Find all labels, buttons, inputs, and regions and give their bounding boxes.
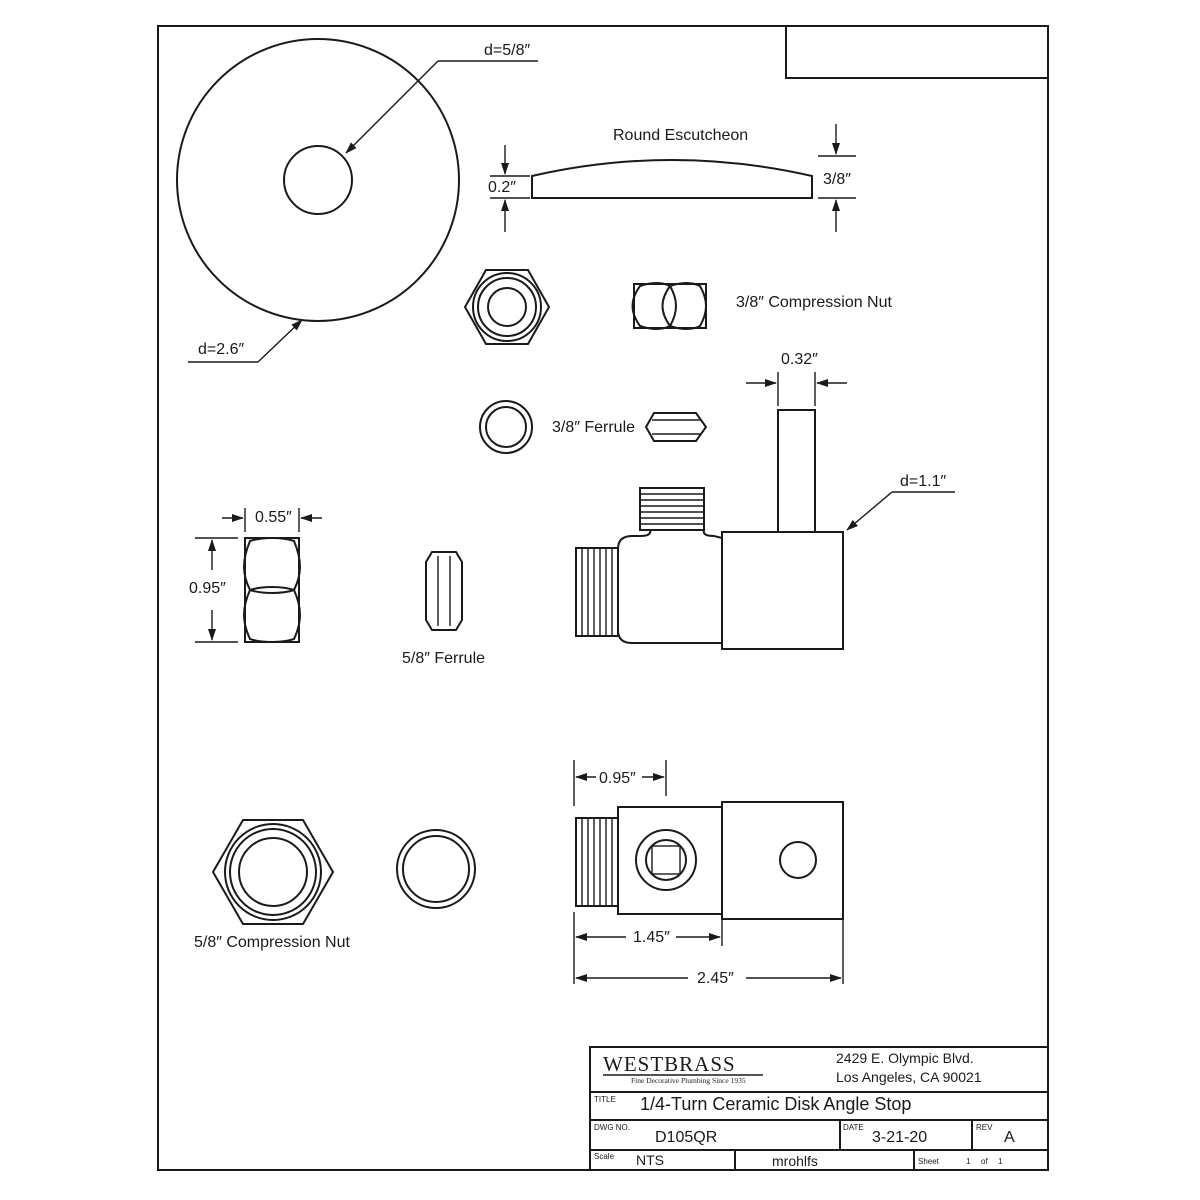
- sheet-total: 1: [998, 1157, 1003, 1166]
- dim-stem-width: 0.32″: [746, 351, 847, 406]
- nut-length-label: 0.95″: [189, 580, 226, 597]
- drawing-title: 1/4-Turn Ceramic Disk Angle Stop: [640, 1094, 911, 1114]
- drawn-by: mrohlfs: [772, 1153, 818, 1169]
- rev-value: A: [1004, 1129, 1015, 1146]
- date-value: 3-21-20: [872, 1129, 927, 1146]
- brand-logo: WESTBRASS: [603, 1052, 736, 1076]
- escutcheon-height-label: 0.2″: [488, 179, 516, 196]
- ferrule-38-label: 3/8″ Ferrule: [552, 419, 635, 436]
- sheet-number: 1: [966, 1157, 971, 1166]
- title-block: WESTBRASS Fine Decorative Plumbing Since…: [589, 1046, 1049, 1171]
- dwg-no-value: D105QR: [655, 1129, 717, 1146]
- date-label: DATE: [843, 1123, 864, 1132]
- escutcheon-front-view: [176, 38, 460, 322]
- rev-label: REV: [976, 1123, 993, 1132]
- escutcheon-side-view: [531, 159, 813, 199]
- brand-tagline: Fine Decorative Plumbing Since 1935: [631, 1076, 746, 1085]
- escutcheon-outer-label: d=2.6″: [198, 341, 244, 358]
- sheet-label: Sheet: [918, 1157, 940, 1166]
- inlet-threads: [581, 548, 613, 636]
- scale-label: Scale: [594, 1152, 615, 1161]
- dim-nut-length: 0.95″: [189, 537, 238, 643]
- ferrule-58-label: 5/8″ Ferrule: [402, 650, 485, 667]
- scale-value: NTS: [636, 1152, 664, 1168]
- dim-escutcheon-outer: d=2.6″: [188, 319, 303, 363]
- dim-escutcheon-hole: d=5/8″: [345, 42, 538, 154]
- angle-stop-top-view: [575, 801, 844, 920]
- dim-body-diameter: d=1.1″: [846, 473, 955, 531]
- ferrule-38-front: [479, 400, 533, 454]
- nut-width-label: 0.55″: [255, 509, 292, 526]
- dwg-no-label: DWG NO.: [594, 1123, 630, 1132]
- sheet-of: of: [981, 1157, 988, 1166]
- escutcheon-overall-label: 3/8″: [823, 171, 851, 188]
- angle-stop-side-view: [575, 409, 844, 650]
- overall-length-label: 2.45″: [697, 970, 734, 987]
- compression-nut-38-label: 3/8″ Compression Nut: [736, 294, 893, 311]
- address-line-2: Los Angeles, CA 90021: [836, 1069, 982, 1085]
- top-inlet-threads: [581, 818, 613, 906]
- stem-width-label: 0.32″: [781, 351, 818, 368]
- dim-inlet-length: 0.95″: [573, 760, 667, 806]
- title-field-label: TITLE: [594, 1095, 616, 1104]
- dim-overall-length: 2.45″: [575, 920, 844, 987]
- compression-nut-38-side: [631, 282, 707, 330]
- compression-nut-38-front: [463, 269, 551, 345]
- dim-nut-width: 0.55″: [222, 508, 322, 532]
- inlet-body-length-label: 1.45″: [633, 929, 670, 946]
- dim-inlet-body-length: 1.45″: [573, 912, 723, 984]
- body-diameter-label: d=1.1″: [900, 473, 946, 490]
- inlet-length-label: 0.95″: [599, 770, 636, 787]
- round-escutcheon-label: Round Escutcheon: [613, 127, 748, 144]
- escutcheon-hole-label: d=5/8″: [484, 42, 530, 59]
- compression-nut-58-side: [243, 537, 301, 643]
- compression-nut-58-label: 5/8″ Compression Nut: [194, 934, 351, 951]
- revision-box: [785, 25, 1049, 79]
- dim-escutcheon-thickness: 0.2″: [488, 145, 530, 232]
- address-line-1: 2429 E. Olympic Blvd.: [836, 1050, 974, 1066]
- dim-escutcheon-overall: 3/8″: [818, 124, 856, 232]
- ferrule-58-side: [425, 551, 463, 631]
- ferrule-38-side: [644, 412, 708, 442]
- outlet-threads: [640, 493, 704, 525]
- ferrule-58-front: [396, 829, 476, 909]
- compression-nut-58-front: [211, 819, 335, 925]
